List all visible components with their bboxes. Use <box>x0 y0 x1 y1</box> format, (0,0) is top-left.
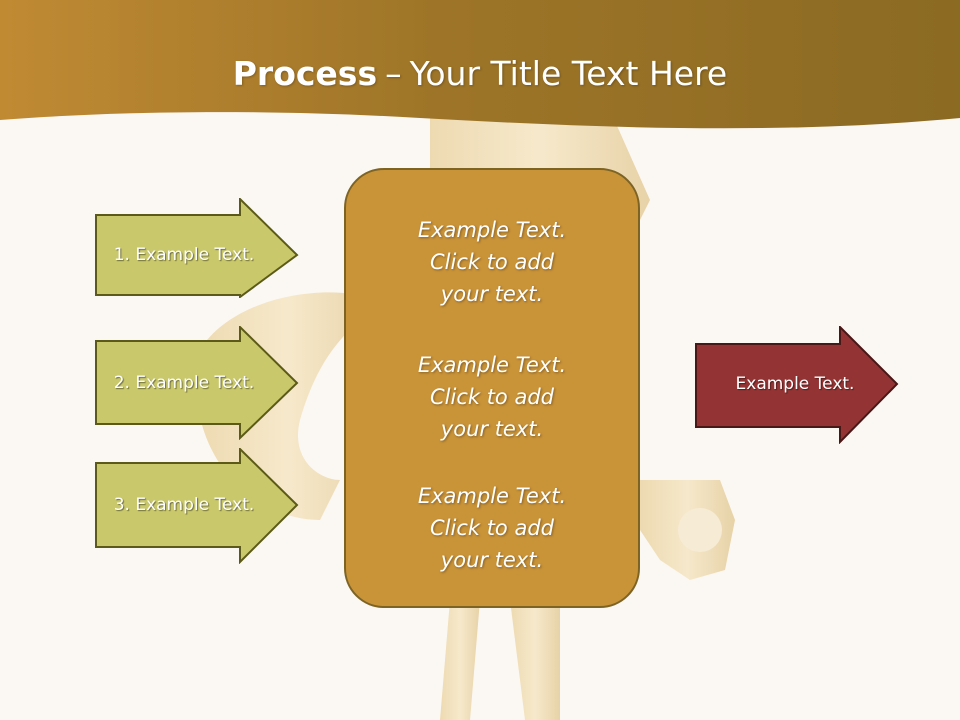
process-box[interactable]: Example Text. Click to add your text. Ex… <box>344 168 640 608</box>
title-rest-text: Your Title Text Here <box>409 54 728 93</box>
arrow-label-1: 1. Example Text. <box>113 245 255 265</box>
text-line: Click to add <box>429 250 554 274</box>
text-line: your text. <box>440 417 544 441</box>
text-line: Example Text. <box>417 218 567 242</box>
text-line: your text. <box>440 548 544 572</box>
arrow-shape <box>95 326 299 440</box>
output-arrow[interactable]: Example Text. <box>695 326 900 444</box>
text-line: your text. <box>440 282 544 306</box>
input-arrow-2[interactable]: 2. Example Text. <box>95 326 300 440</box>
header-band <box>0 0 960 129</box>
process-text-block-3[interactable]: Example Text. Click to add your text. <box>346 480 638 576</box>
text-line: Example Text. <box>417 484 567 508</box>
title-bold-text: Process <box>232 54 378 93</box>
text-line: Click to add <box>429 516 554 540</box>
arrow-shape <box>95 448 299 564</box>
arrow-shape <box>695 326 899 444</box>
output-arrow-label: Example Text. <box>735 374 855 394</box>
slide-title[interactable]: Process–Your Title Text Here <box>0 52 960 96</box>
arrow-shape <box>95 198 299 298</box>
text-line: Click to add <box>429 385 554 409</box>
input-arrow-1[interactable]: 1. Example Text. <box>95 198 300 298</box>
input-arrow-3[interactable]: 3. Example Text. <box>95 448 300 564</box>
title-separator: – <box>385 54 402 93</box>
arrow-label-3: 3. Example Text. <box>113 495 255 515</box>
arrow-label-2: 2. Example Text. <box>113 373 255 393</box>
process-text-block-2[interactable]: Example Text. Click to add your text. <box>346 349 638 445</box>
text-line: Example Text. <box>417 353 567 377</box>
process-text-block-1[interactable]: Example Text. Click to add your text. <box>346 214 638 310</box>
